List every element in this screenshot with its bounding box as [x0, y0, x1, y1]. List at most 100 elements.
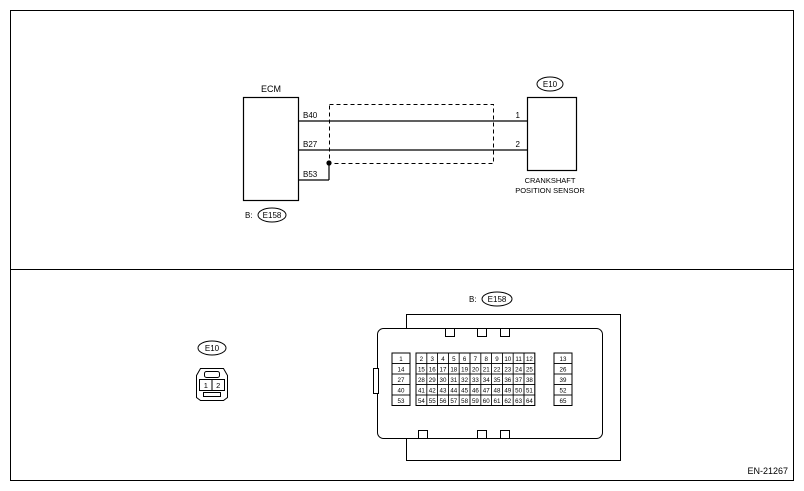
e158-pin-label: 39: [560, 377, 567, 384]
e158-pin-label: 58: [461, 398, 468, 405]
ecm-box: [242, 96, 300, 202]
e158-tab-top-3: [500, 328, 510, 337]
e158-pin-label: 17: [440, 367, 447, 374]
outer-frame: [10, 10, 794, 481]
e158-pin-label: 8: [484, 356, 488, 363]
e158-pin-label: 9: [495, 356, 499, 363]
e158-pin-label: 22: [494, 367, 501, 374]
ecm-connector-id: E158: [263, 211, 282, 220]
e158-pin-label: 49: [504, 388, 511, 395]
e158-pin-label: 23: [504, 367, 511, 374]
e158-pin-label: 10: [504, 356, 511, 363]
e158-pin-label: 24: [515, 367, 522, 374]
e158-pin-label: 15: [418, 367, 425, 374]
e158-pin-label: 6: [463, 356, 467, 363]
sensor-box: [526, 96, 578, 172]
e158-pin-cell: [553, 394, 573, 406]
e158-pin-label: 16: [429, 367, 436, 374]
e158-pin-label: 12: [526, 356, 533, 363]
shield-box: [329, 104, 494, 164]
e158-pin-label: 61: [494, 398, 501, 405]
e158-pin-label: 33: [472, 377, 479, 384]
e158-pin-label: 56: [440, 398, 447, 405]
ecm-pin-b40: B40: [303, 111, 318, 120]
e158-connector-id: E158: [488, 295, 507, 304]
e10-connector-oval: [197, 340, 227, 356]
e158-pin-cell: [391, 394, 411, 406]
sensor-name-line1: CRANKSHAFT: [525, 176, 576, 185]
e158-pin-label: 5: [452, 356, 456, 363]
e158-pin-label: 45: [461, 388, 468, 395]
sensor-pin-1: 1: [516, 111, 521, 120]
e158-pin-label: 57: [450, 398, 457, 405]
e158-pin-label: 47: [483, 388, 490, 395]
ecm-connector-oval: [257, 207, 287, 223]
e158-pin-label: 13: [560, 356, 567, 363]
e158-tab-top-2: [477, 328, 487, 337]
e158-pin-label: 20: [472, 367, 479, 374]
e158-pin-cell: [523, 394, 536, 406]
e158-tab-bottom-2: [477, 430, 487, 439]
e158-pin-label: 27: [398, 377, 405, 384]
e10-connector-base: [203, 392, 221, 397]
e158-pin-label: 48: [494, 388, 501, 395]
e158-pin-label: 35: [494, 377, 501, 384]
e158-connector-oval: [481, 291, 513, 307]
e158-pin-label: 50: [515, 388, 522, 395]
e158-pin-label: 28: [418, 377, 425, 384]
e158-pin-label: 46: [472, 388, 479, 395]
ecm-pin-b53: B53: [303, 170, 318, 179]
e158-pin-label: 37: [515, 377, 522, 384]
e158-pin-label: 36: [504, 377, 511, 384]
e158-pin-label: 44: [450, 388, 457, 395]
e158-pin-label: 52: [560, 388, 567, 395]
e158-pin-label: 30: [440, 377, 447, 384]
figure-code: EN-21267: [747, 466, 788, 476]
e158-connector-prefix: B:: [469, 295, 477, 304]
e10-connector-id: E10: [205, 344, 220, 353]
e158-pin-label: 1: [399, 356, 403, 363]
e158-pin-label: 4: [441, 356, 445, 363]
e10-pin-2: 2: [216, 381, 220, 390]
e158-pin-label: 60: [483, 398, 490, 405]
sensor-connector-oval: [536, 76, 564, 92]
e158-pin-label: 25: [526, 367, 533, 374]
e158-pin-label: 62: [504, 398, 511, 405]
e10-connector-latch: [204, 371, 220, 378]
e158-pin-label: 38: [526, 377, 533, 384]
e158-pin-label: 29: [429, 377, 436, 384]
e158-pin-label: 41: [418, 388, 425, 395]
shield-junction: [326, 160, 332, 166]
e158-pin-label: 19: [461, 367, 468, 374]
e158-pin-label: 53: [398, 398, 405, 405]
ecm-connector-prefix: B:: [245, 211, 253, 220]
e158-pin-label: 64: [526, 398, 533, 405]
e158-pin-label: 7: [474, 356, 478, 363]
e158-pin-label: 65: [560, 398, 567, 405]
e158-pin-label: 31: [450, 377, 457, 384]
e158-pin-label: 18: [450, 367, 457, 374]
e158-pin-label: 43: [440, 388, 447, 395]
e158-side-latch: [373, 368, 379, 394]
sensor-pin-2: 2: [516, 140, 521, 149]
e158-pin-label: 42: [429, 388, 436, 395]
e158-pin-label: 21: [483, 367, 490, 374]
e158-pin-label: 3: [430, 356, 434, 363]
e158-tab-bottom-3: [500, 430, 510, 439]
ecm-label: ECM: [261, 84, 281, 94]
e10-pin-1: 1: [204, 381, 208, 390]
e158-pin-label: 59: [472, 398, 479, 405]
e158-pin-label: 34: [483, 377, 490, 384]
e158-pin-label: 55: [429, 398, 436, 405]
e158-pin-label: 40: [398, 388, 405, 395]
ecm-pin-b27: B27: [303, 140, 318, 149]
e158-tab-bottom-1: [418, 430, 428, 439]
e158-pin-label: 63: [515, 398, 522, 405]
sensor-name-line2: POSITION SENSOR: [515, 186, 585, 195]
e158-pin-label: 14: [398, 367, 405, 374]
sensor-connector-id: E10: [543, 80, 558, 89]
e158-pin-label: 26: [560, 367, 567, 374]
e158-pin-label: 2: [420, 356, 424, 363]
